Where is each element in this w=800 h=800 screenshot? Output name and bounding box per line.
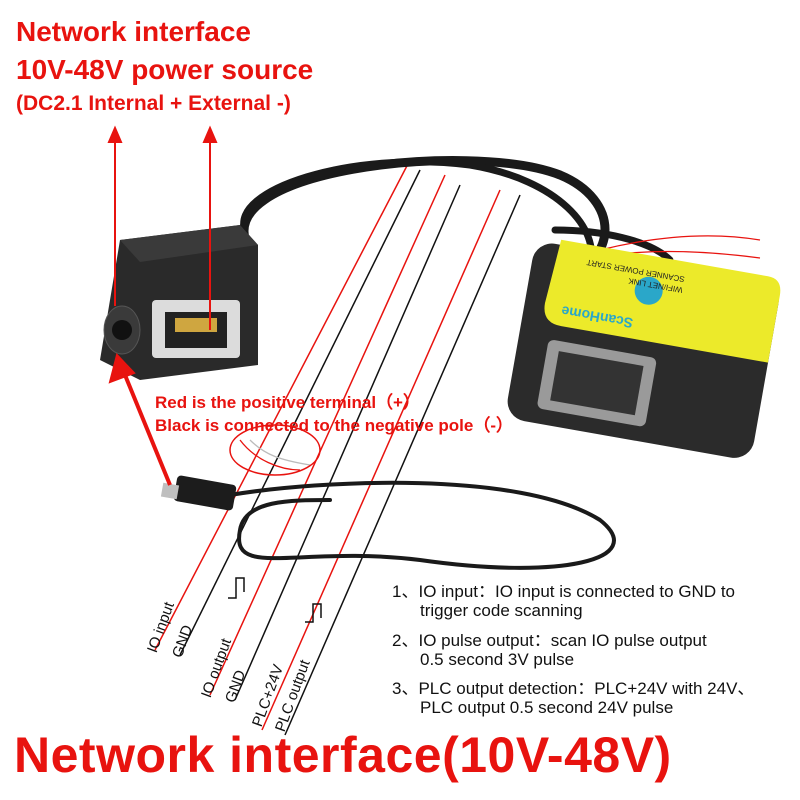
pulse-icon <box>305 603 322 623</box>
description-3-cont: PLC output 0.5 second 24V pulse <box>420 698 674 717</box>
description-2: 2、IO pulse output：scan IO pulse output <box>392 631 707 650</box>
description-3: 3、PLC output detection：PLC+24V with 24V、 <box>392 679 755 698</box>
pulse-icon <box>228 577 245 599</box>
logo-icon <box>634 276 663 305</box>
cable <box>228 156 674 570</box>
arrow-up-icon <box>107 125 123 143</box>
header-line-2: 10V-48V power source <box>16 54 314 85</box>
description-2-cont: 0.5 second 3V pulse <box>420 650 575 669</box>
description-1: 1、IO input：IO input is connected to GND … <box>392 582 736 601</box>
dc-plug <box>160 475 237 511</box>
wire-gnd-2 <box>234 184 461 701</box>
arrows <box>107 125 218 486</box>
leads <box>239 235 761 471</box>
wire-plc-24v <box>261 189 501 731</box>
jack-block <box>100 225 258 380</box>
wire-gnd-1 <box>179 169 421 656</box>
header-line-1: Network interface <box>16 16 251 47</box>
arrow-icon <box>108 352 136 384</box>
header-line-3: (DC2.1 Internal + External -) <box>16 92 291 115</box>
wire-plc-output <box>284 194 521 736</box>
arrow-up-icon <box>202 125 218 143</box>
wire-lines <box>154 159 521 736</box>
dc-jack-port <box>112 320 132 340</box>
wire-io-input <box>154 159 411 651</box>
black-wire-note: Black is connected to the negative pole（… <box>155 416 514 435</box>
scanner-device: ScanHome <box>507 239 781 458</box>
footer-title: Network interface(10V-48V) <box>14 727 672 783</box>
red-wire-note: Red is the positive terminal（+） <box>155 393 420 412</box>
highlight-circle <box>229 424 321 476</box>
wire-io-output <box>209 174 446 696</box>
description-1-cont: trigger code scanning <box>420 601 583 620</box>
